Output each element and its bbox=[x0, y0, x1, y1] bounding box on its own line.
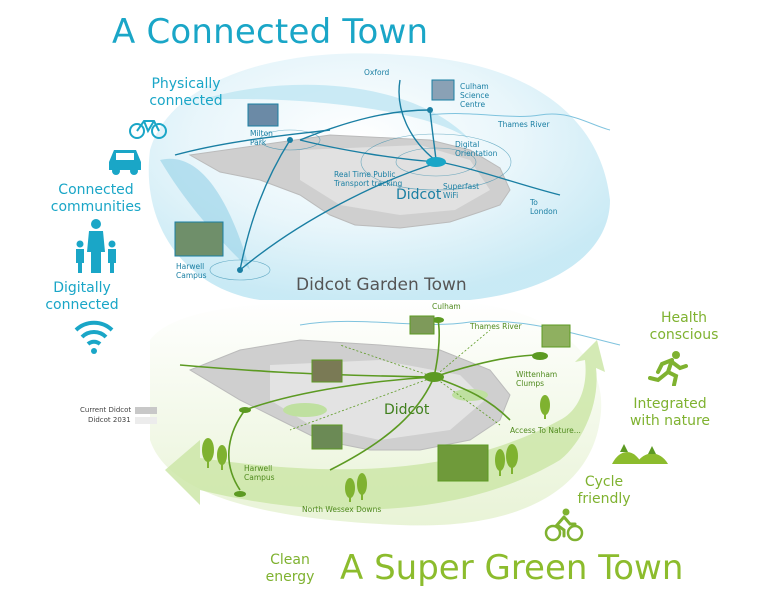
label-north-wessex-downs: North Wessex Downs bbox=[302, 505, 382, 514]
label-thames-river-top: Thames River bbox=[498, 120, 550, 129]
label-harwell-campus-bottom: Harwell Campus bbox=[244, 464, 275, 482]
car-icon bbox=[106, 146, 144, 180]
label-culham-science-centre: Culham Science Centre bbox=[460, 82, 490, 109]
wifi-icon bbox=[72, 316, 116, 360]
hills-icon bbox=[610, 438, 670, 472]
label-realtime-tracking: Real Time Public Transport tracking bbox=[334, 170, 403, 188]
label-milton-park: Milton Park bbox=[250, 129, 273, 147]
label-didcot-top: Didcot bbox=[396, 187, 442, 203]
label-to-london: To London bbox=[530, 198, 558, 216]
label-oxford: Oxford bbox=[364, 68, 390, 77]
didcot-hub-top bbox=[426, 157, 446, 167]
photo-milton-park bbox=[247, 103, 279, 127]
label-culham: Culham bbox=[432, 302, 461, 311]
thames-river-top bbox=[429, 113, 611, 131]
label-wittenham-clumps: Wittenham Clumps bbox=[516, 370, 558, 388]
legend-future-swatch bbox=[134, 416, 157, 424]
label-digital-orientation: Digital Orientation bbox=[455, 140, 498, 158]
theme-health-conscious: Health conscious bbox=[649, 310, 719, 343]
legend-future-label: Didcot 2031 bbox=[88, 416, 131, 424]
legend-current-didcot: Current Didcot bbox=[80, 406, 158, 414]
green-arrow bbox=[165, 340, 605, 510]
title-garden-town: Didcot Garden Town bbox=[296, 275, 467, 295]
photo-harwell-top bbox=[174, 221, 224, 257]
legend-current-swatch bbox=[135, 406, 158, 414]
theme-clean-energy: Clean energy bbox=[265, 552, 315, 585]
photo-downs bbox=[437, 444, 489, 482]
photo-wittenham bbox=[541, 324, 571, 348]
photo-culham-science bbox=[431, 79, 455, 101]
legend-current-label: Current Didcot bbox=[80, 406, 132, 414]
people-icon bbox=[74, 218, 118, 278]
photo-park bbox=[311, 359, 343, 383]
photo-culham bbox=[409, 315, 435, 335]
label-superfast-wifi: Superfast WiFi bbox=[443, 182, 480, 200]
theme-integrated-with-nature: Integrated with nature bbox=[629, 396, 711, 429]
theme-physically-connected: Physically connected bbox=[149, 76, 223, 109]
cyclist-icon bbox=[544, 508, 584, 546]
photo-cycling bbox=[311, 424, 343, 450]
title-super-green-town: A Super Green Town bbox=[340, 548, 684, 588]
label-thames-river-bottom: Thames River bbox=[470, 322, 522, 331]
label-harwell-campus-top: Harwell Campus bbox=[176, 262, 207, 280]
theme-digitally-connected: Digitally connected bbox=[45, 280, 119, 313]
theme-connected-communities: Connected communities bbox=[50, 182, 142, 215]
bicycle-icon bbox=[128, 116, 168, 144]
title-connected-town: A Connected Town bbox=[112, 12, 429, 52]
didcot-hub-bottom bbox=[424, 372, 444, 382]
runner-icon bbox=[648, 350, 688, 390]
legend-didcot-2031: Didcot 2031 bbox=[88, 416, 157, 424]
label-didcot-bottom: Didcot bbox=[384, 402, 430, 418]
theme-cycle-friendly: Cycle friendly bbox=[577, 474, 631, 507]
label-access-to-nature: Access To Nature... bbox=[510, 426, 581, 435]
